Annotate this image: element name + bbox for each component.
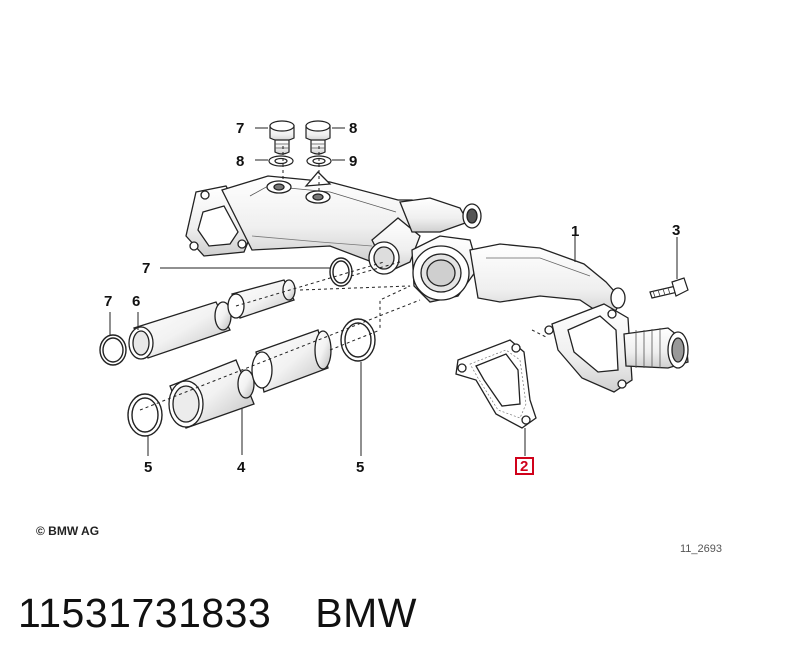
o-rings: [99, 257, 376, 437]
callout-2: 2: [520, 458, 528, 475]
callout-6: 6: [132, 293, 140, 310]
callout-7-upper: 7: [142, 260, 150, 277]
pipe-upper: [128, 279, 296, 360]
water-manifold: [185, 171, 689, 393]
gasket: [455, 339, 537, 429]
callout-8-right: 8: [349, 120, 357, 137]
callout-8-left: 7: [236, 120, 244, 137]
callout-5-right: 5: [356, 459, 364, 476]
brand-name: BMW: [315, 590, 417, 636]
part-caption: 11531731833 BMW: [18, 590, 417, 637]
part-number: 11531731833: [18, 590, 272, 636]
callout-9-left: 8: [236, 153, 244, 170]
sealing-rings: [268, 155, 332, 167]
leader-lines: [109, 127, 678, 456]
callout-5-left: 5: [144, 459, 152, 476]
callout-3: 3: [672, 222, 680, 239]
callout-2-highlight-box: [515, 457, 534, 475]
bolt: [649, 277, 689, 299]
pipe-lower: [168, 329, 332, 429]
copyright-notice: © BMW AG: [36, 524, 100, 538]
callout-9-right: 9: [349, 153, 357, 170]
callout-7-left: 7: [104, 293, 112, 310]
drawing-number: 11_2693: [680, 543, 723, 555]
callout-labels: 7 8 8 9 7 7 6 1 3 5 4 5 2: [104, 120, 680, 476]
screw-plugs: [269, 120, 331, 155]
callout-1: 1: [571, 223, 579, 240]
callout-4: 4: [237, 459, 246, 476]
